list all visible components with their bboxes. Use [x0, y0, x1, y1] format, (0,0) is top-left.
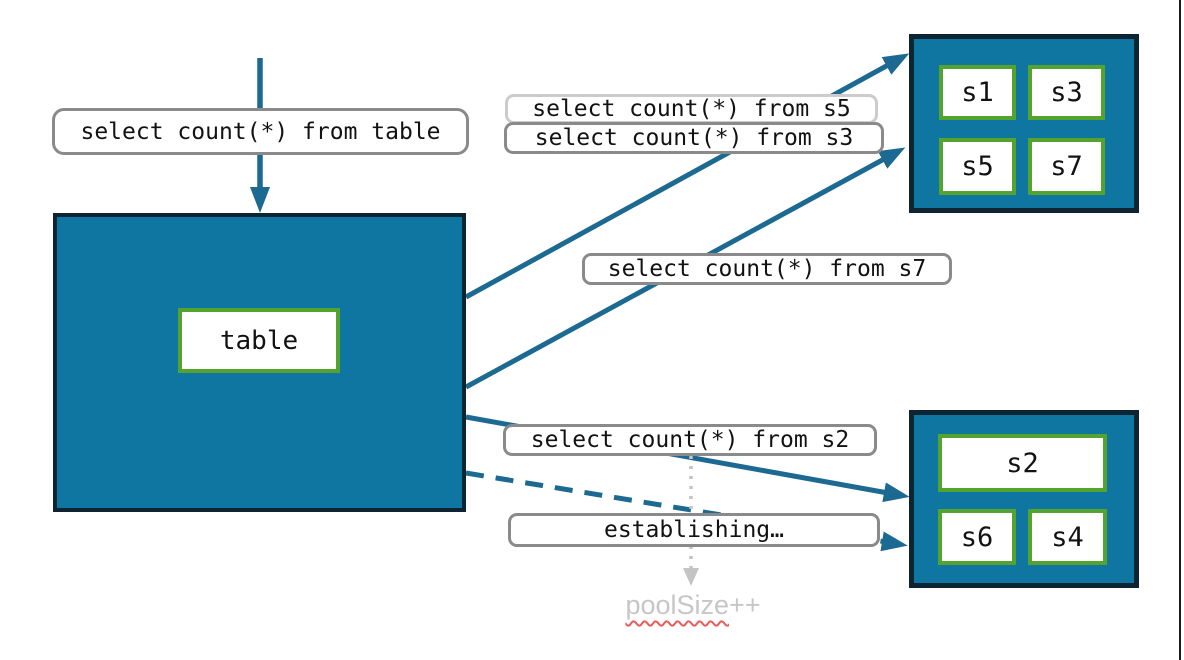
shard-s1: s1 — [939, 65, 1016, 120]
shard-s4: s4 — [1028, 509, 1107, 565]
shard-s5: s5 — [939, 138, 1016, 195]
bottom-shard-box: s2 s6 s4 — [909, 410, 1139, 588]
top-shard-box: s1 s3 s5 s7 — [909, 34, 1139, 213]
status-label-establishing: establishing… — [508, 513, 880, 547]
arrow-table-to-bottom-shards-dashed — [465, 470, 908, 552]
shard-s6: s6 — [938, 509, 1016, 565]
query-label-s2: select count(*) from s2 — [503, 424, 877, 456]
shard-s7: s7 — [1028, 138, 1105, 195]
table-box: table — [53, 213, 466, 512]
query-label-s3: select count(*) from s3 — [504, 122, 884, 154]
query-label-table: select count(*) from table — [52, 108, 469, 155]
shard-s3: s3 — [1028, 65, 1105, 120]
query-label-s5: select count(*) from s5 — [505, 94, 878, 124]
table-box-label: table — [178, 308, 340, 373]
shard-s2: s2 — [938, 434, 1107, 492]
query-label-s7: select count(*) from s7 — [582, 253, 952, 285]
poolsize-increment: ++ — [729, 590, 761, 620]
poolsize-word: poolSize — [625, 590, 730, 620]
poolsize-note: poolSize++ — [593, 590, 793, 621]
